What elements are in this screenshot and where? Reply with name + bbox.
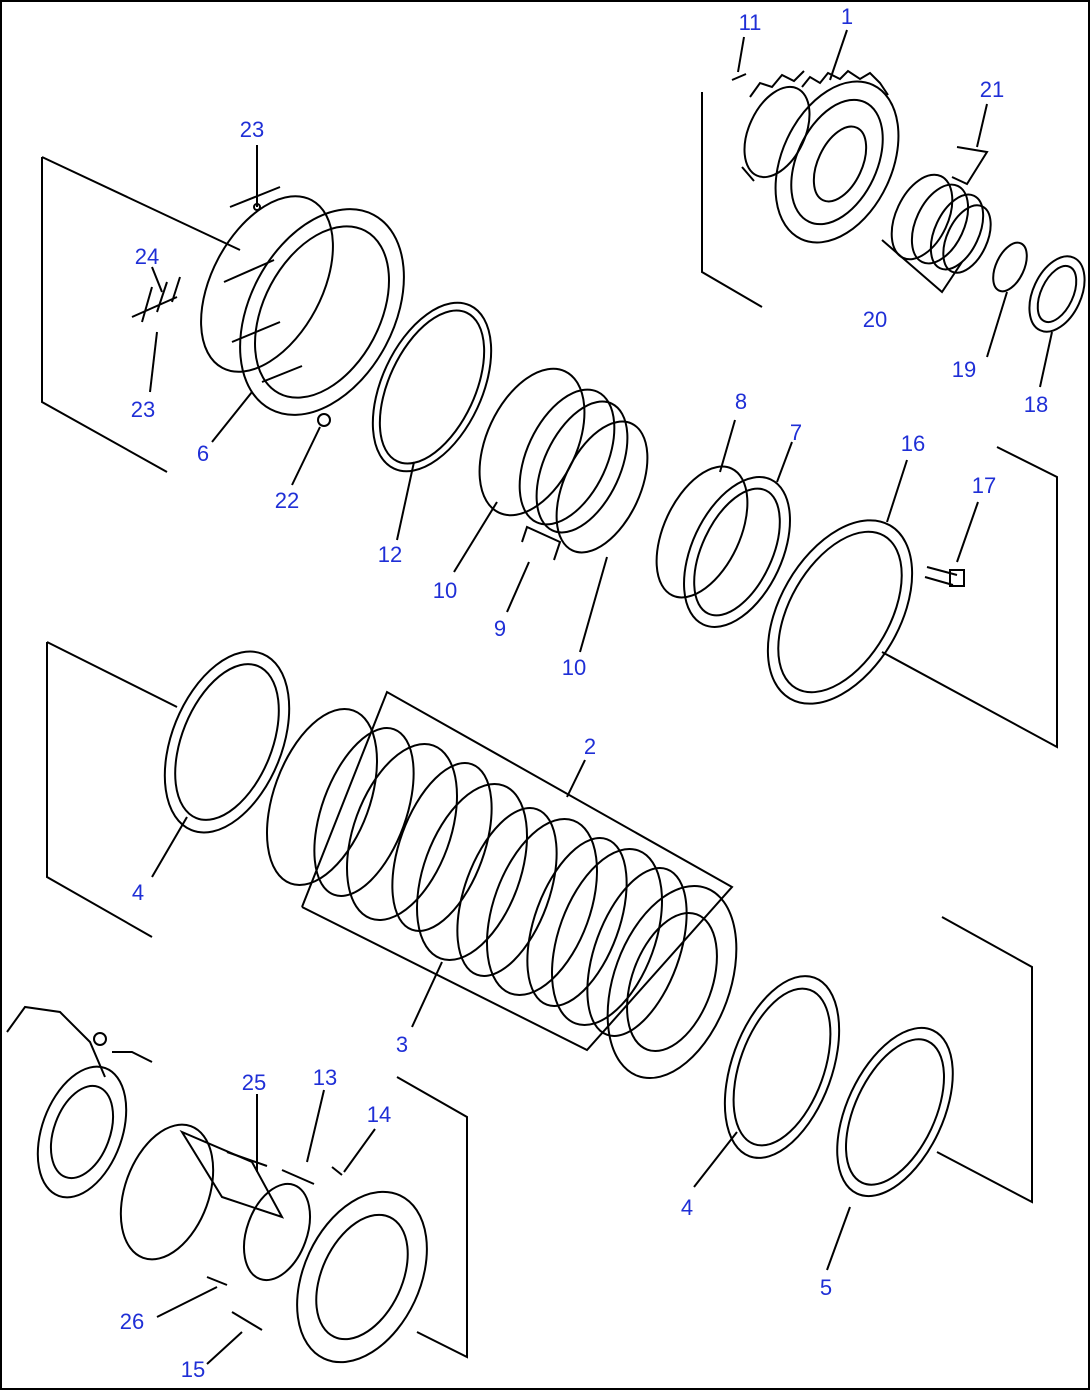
callout-5: 5 bbox=[820, 1275, 832, 1300]
assembly-frame-lines bbox=[41, 92, 1058, 1359]
callout-17: 17 bbox=[972, 473, 996, 498]
part-4-plate-upper bbox=[163, 650, 291, 834]
callout-2: 2 bbox=[584, 734, 596, 759]
part-18-seal bbox=[1028, 255, 1086, 333]
lower-hub-assembly bbox=[6, 1005, 428, 1364]
callout-4-lower: 4 bbox=[681, 1195, 693, 1220]
parts-21-20-rings bbox=[890, 173, 992, 274]
callout-6: 6 bbox=[197, 441, 209, 466]
callout-16: 16 bbox=[901, 431, 925, 456]
part-8-ring bbox=[655, 465, 749, 599]
parts-10-9-seal-rings bbox=[478, 367, 649, 561]
callout-14: 14 bbox=[367, 1102, 391, 1127]
callout-labels: 11 1 21 20 19 18 23 24 23 6 22 12 10 9 1… bbox=[120, 4, 1048, 1382]
callout-22: 22 bbox=[275, 488, 299, 513]
part-6-housing bbox=[131, 150, 405, 427]
part-7-ring bbox=[683, 476, 791, 628]
callout-1: 1 bbox=[841, 4, 853, 29]
callout-15: 15 bbox=[181, 1357, 205, 1382]
callout-24: 24 bbox=[135, 244, 159, 269]
callout-21: 21 bbox=[980, 77, 1004, 102]
part-2-3-disc-stack bbox=[266, 708, 738, 1080]
part-16-plate bbox=[766, 519, 914, 705]
callout-8: 8 bbox=[735, 389, 747, 414]
part-5-plate bbox=[836, 1026, 954, 1198]
callout-20: 20 bbox=[863, 307, 887, 332]
part-19-o-ring bbox=[992, 241, 1028, 293]
callout-9: 9 bbox=[494, 616, 506, 641]
callout-23-bottom: 23 bbox=[131, 397, 155, 422]
callout-12: 12 bbox=[378, 542, 402, 567]
callout-23-top: 23 bbox=[240, 117, 264, 142]
callout-11: 11 bbox=[739, 10, 762, 35]
part-12-ring bbox=[371, 301, 493, 473]
callout-19: 19 bbox=[952, 357, 976, 382]
callout-3: 3 bbox=[396, 1032, 408, 1057]
callout-18: 18 bbox=[1024, 392, 1048, 417]
callout-26: 26 bbox=[120, 1309, 144, 1334]
callout-25: 25 bbox=[242, 1070, 266, 1095]
callout-4-upper: 4 bbox=[132, 880, 144, 905]
leader-lines bbox=[149, 29, 1053, 1365]
part-4-plate-lower bbox=[723, 975, 841, 1159]
callout-10-right: 10 bbox=[562, 655, 586, 680]
callout-10-left: 10 bbox=[433, 578, 457, 603]
callout-7: 7 bbox=[790, 420, 802, 445]
part-1-carrier bbox=[731, 69, 900, 244]
part-17-bolt bbox=[924, 566, 965, 587]
callout-13: 13 bbox=[313, 1065, 337, 1090]
